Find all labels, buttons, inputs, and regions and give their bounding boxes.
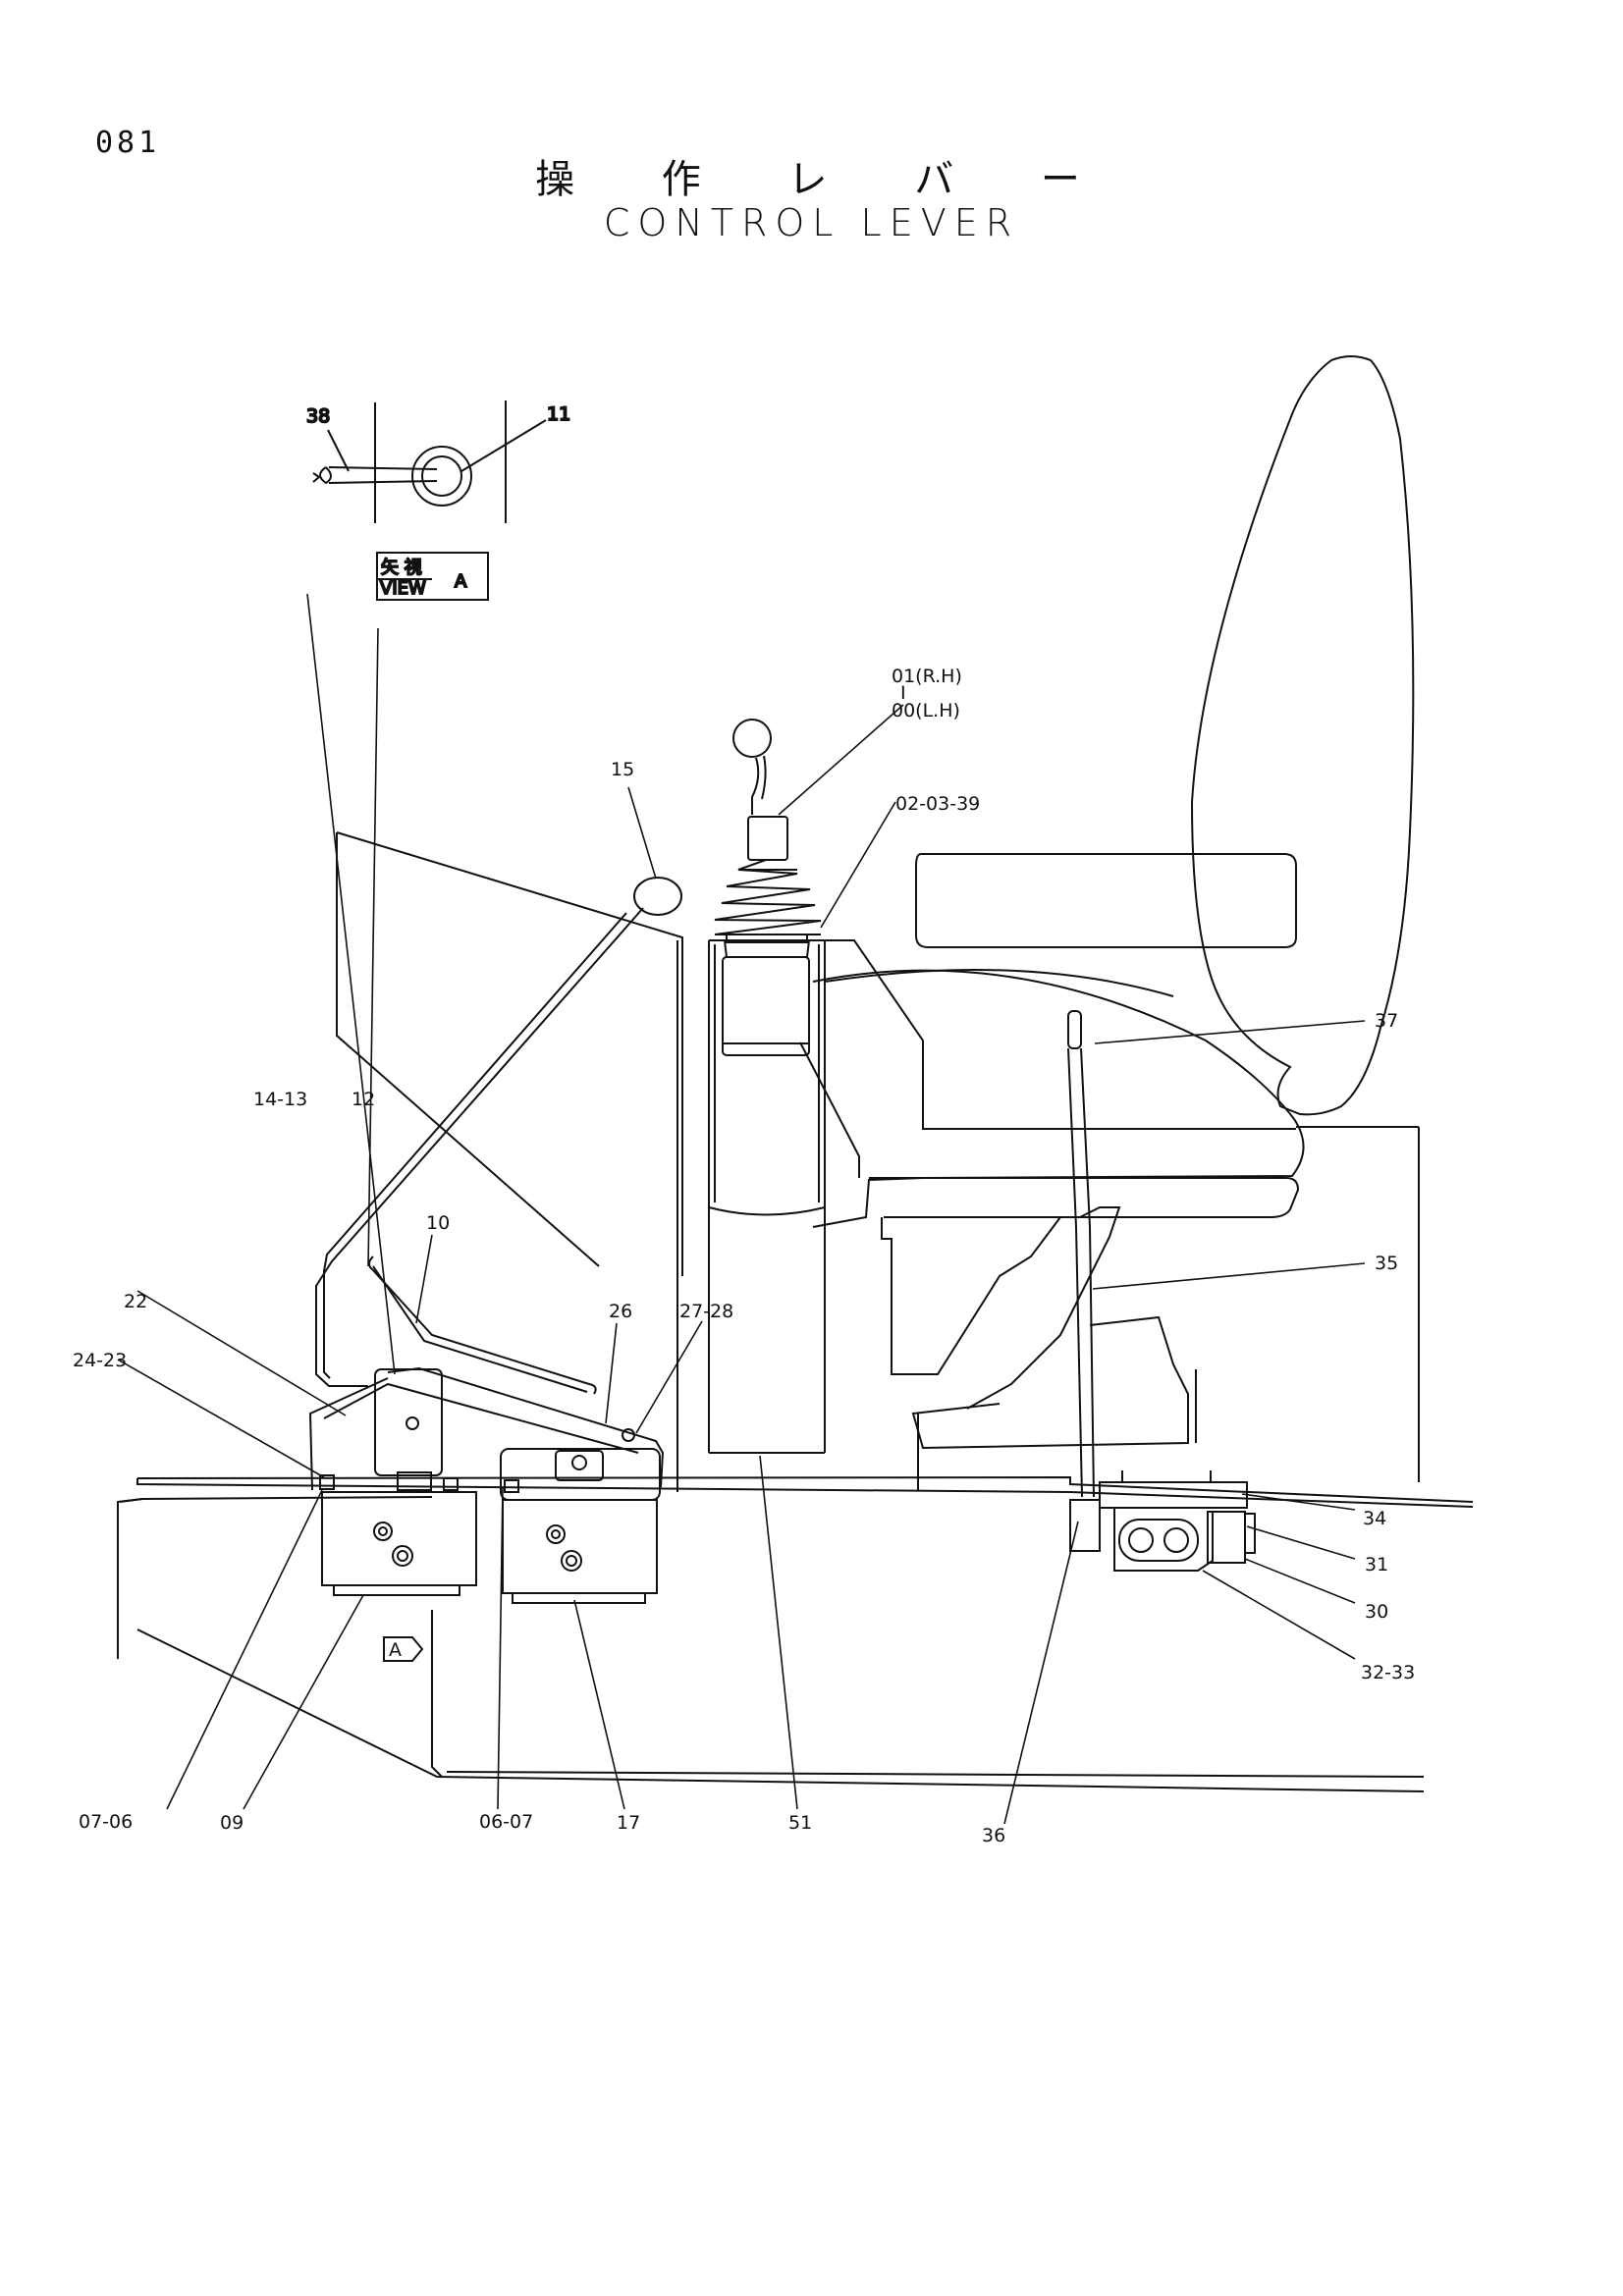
view-a-callout-11: 11: [547, 403, 570, 425]
callout-51: 51: [788, 1812, 812, 1834]
joystick-lever: [714, 719, 822, 943]
leader-lines: [117, 593, 1366, 1825]
title-english: CONTROL LEVER: [603, 201, 1020, 244]
page-number: 081: [95, 126, 161, 160]
pedal-valve-assembly: [308, 1366, 665, 1662]
title-japanese: 操 作 レ バ ー: [535, 157, 1117, 202]
lever-37-35: [1067, 1010, 1256, 1572]
callout-14-13: 14-13: [253, 1089, 307, 1110]
view-a-letter: A: [455, 571, 467, 592]
callout-09: 09: [220, 1812, 243, 1834]
callout-07-06: 07-06: [79, 1811, 133, 1833]
callout-34: 34: [1363, 1508, 1386, 1529]
view-a-callout-38: 38: [306, 405, 330, 427]
callout-24-23: 24-23: [73, 1350, 127, 1371]
callout-06-07: 06-07: [479, 1811, 533, 1833]
right-console: [336, 831, 1296, 1492]
left-lever-15: [315, 877, 682, 1395]
view-a-inset: 矢 視 VIEW A 38 11: [305, 400, 571, 601]
callout-32-33: 32-33: [1361, 1662, 1415, 1683]
callout-02-03-39: 02-03-39: [895, 793, 980, 815]
callout-15: 15: [611, 759, 634, 780]
floor-frame: [117, 1475, 1474, 1792]
callout-26: 26: [609, 1301, 632, 1322]
callout-36: 36: [982, 1825, 1005, 1846]
callout-27-28: 27-28: [679, 1301, 733, 1322]
callout-22: 22: [124, 1291, 147, 1312]
callout-01-rh: 01(R.H): [892, 666, 962, 687]
callout-37: 37: [1375, 1010, 1398, 1032]
callout-12: 12: [352, 1089, 375, 1110]
callout-10: 10: [426, 1212, 450, 1234]
callout-17: 17: [617, 1812, 640, 1834]
view-a-label-jp: 矢 視: [381, 558, 422, 578]
callout-00-lh: 00(L.H): [892, 700, 960, 721]
view-a-label-en: VIEW: [380, 578, 426, 599]
view-arrow-a-letter: A: [389, 1639, 402, 1661]
operator-seat: [812, 355, 1420, 1490]
callout-31: 31: [1365, 1554, 1388, 1575]
callout-separator: I: [900, 682, 906, 704]
callout-labels: 01(R.H) I 00(L.H) 15 02-03-39 37 14-13 1…: [73, 666, 1415, 1846]
callout-35: 35: [1375, 1253, 1398, 1274]
callout-30: 30: [1365, 1601, 1388, 1623]
